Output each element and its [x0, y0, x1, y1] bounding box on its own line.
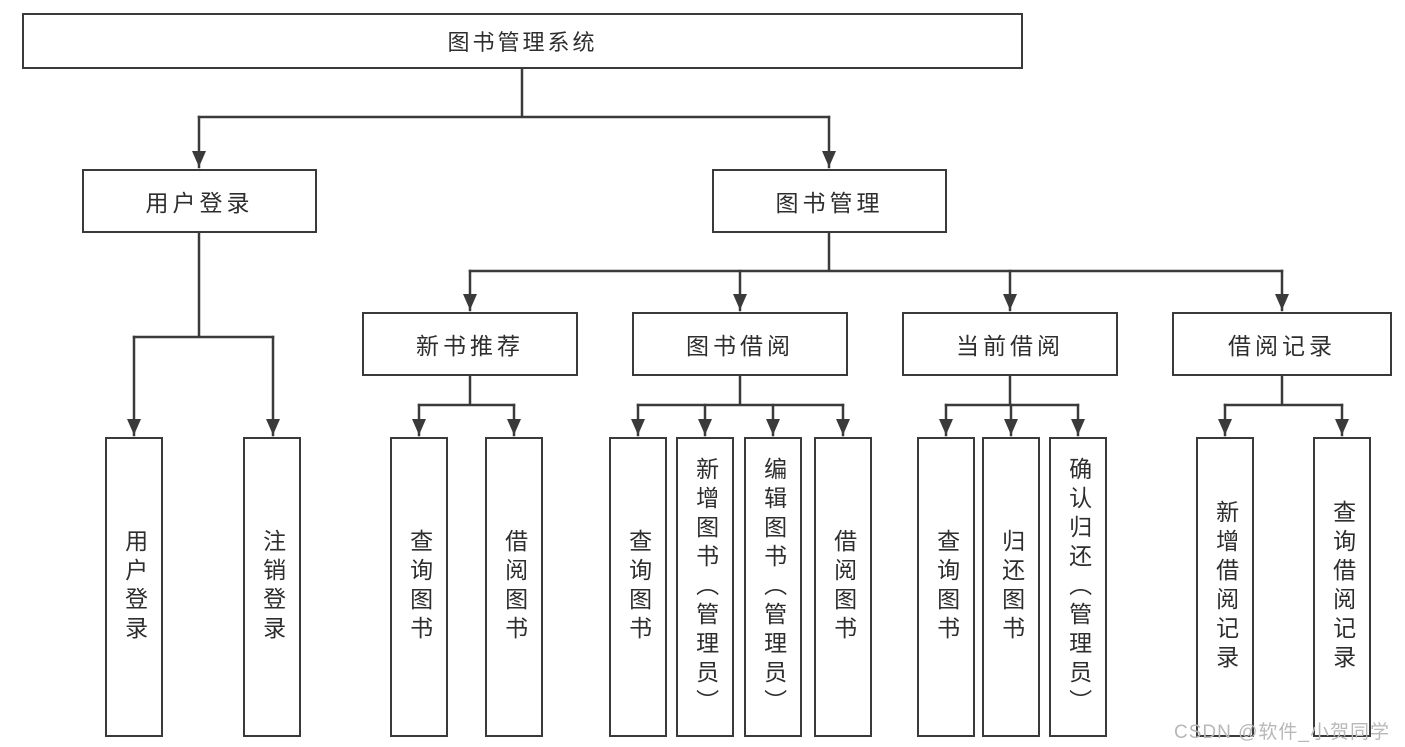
node-nbr-borrow-books: 借阅图书 — [485, 437, 543, 737]
node-cb-return-books: 归还图书 — [982, 437, 1040, 737]
node-user-login: 用户登录 — [82, 169, 317, 233]
node-cb-confirm-return-admin: 确认归还（管理员） — [1049, 437, 1107, 737]
node-borrow-records: 借阅记录 — [1172, 312, 1392, 376]
node-library-system: 图书管理系统 — [22, 13, 1023, 69]
node-current-borrowing: 当前借阅 — [902, 312, 1118, 376]
node-bb-query-books: 查询图书 — [609, 437, 667, 737]
node-br-query-record: 查询借阅记录 — [1313, 437, 1371, 737]
node-book-borrowing: 图书借阅 — [632, 312, 848, 376]
node-leaf-user-login: 用户登录 — [105, 437, 163, 737]
node-book-management: 图书管理 — [712, 169, 947, 233]
node-br-add-record: 新增借阅记录 — [1196, 437, 1254, 737]
node-new-book-recommend: 新书推荐 — [362, 312, 578, 376]
node-bb-edit-books-admin: 编辑图书（管理员） — [744, 437, 802, 737]
node-nbr-query-books: 查询图书 — [390, 437, 448, 737]
node-bb-borrow-books: 借阅图书 — [814, 437, 872, 737]
node-leaf-logout: 注销登录 — [243, 437, 301, 737]
csdn-watermark: CSDN @软件_小贺同学 — [1174, 722, 1390, 743]
node-bb-add-books-admin: 新增图书（管理员） — [676, 437, 734, 737]
node-cb-query-books: 查询图书 — [917, 437, 975, 737]
